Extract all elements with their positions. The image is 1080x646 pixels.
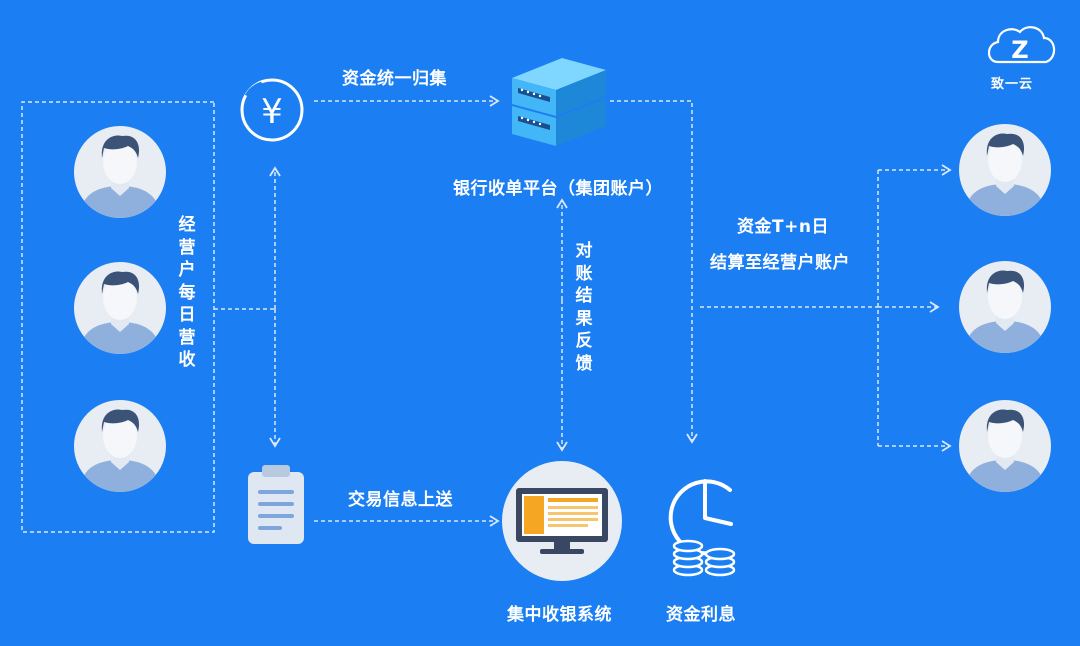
label-settle-line2: 结算至经营户账户: [710, 253, 850, 273]
label-settle-line1: 资金T+n日: [737, 217, 829, 237]
label-reconciliation: 对账结果反馈: [575, 241, 593, 374]
server-icon: [512, 58, 606, 146]
label-upload-info: 交易信息上送: [348, 490, 453, 510]
logo-icon: Z: [987, 26, 1056, 64]
merchant-avatar-3: [74, 400, 166, 492]
payee-avatar-1: [959, 124, 1051, 216]
merchant-avatar-2: [74, 262, 166, 354]
computer-icon: [502, 461, 622, 581]
logo-mark: Z: [1011, 36, 1028, 64]
document-icon: [248, 465, 304, 544]
yuan-icon: ¥: [240, 78, 304, 142]
label-bank-platform: 银行收单平台（集团账户）: [453, 179, 663, 199]
merchant-avatar-1: [74, 126, 166, 218]
payee-avatar-2: [959, 261, 1051, 353]
label-operator-revenue: 经营户每日营收: [178, 215, 196, 370]
yuan-symbol: ¥: [261, 92, 283, 132]
logo-text: 致一云: [991, 77, 1034, 92]
bank-to-interest-arrow: [610, 100, 698, 444]
payee-avatar-3: [959, 400, 1051, 492]
clock-coins-icon: [668, 479, 736, 577]
merchant-group-frame: [21, 101, 215, 533]
label-cashier-system: 集中收银系统: [507, 605, 612, 625]
label-collect-funds: 资金统一归集: [342, 69, 447, 89]
label-fund-interest: 资金利息: [666, 605, 736, 625]
